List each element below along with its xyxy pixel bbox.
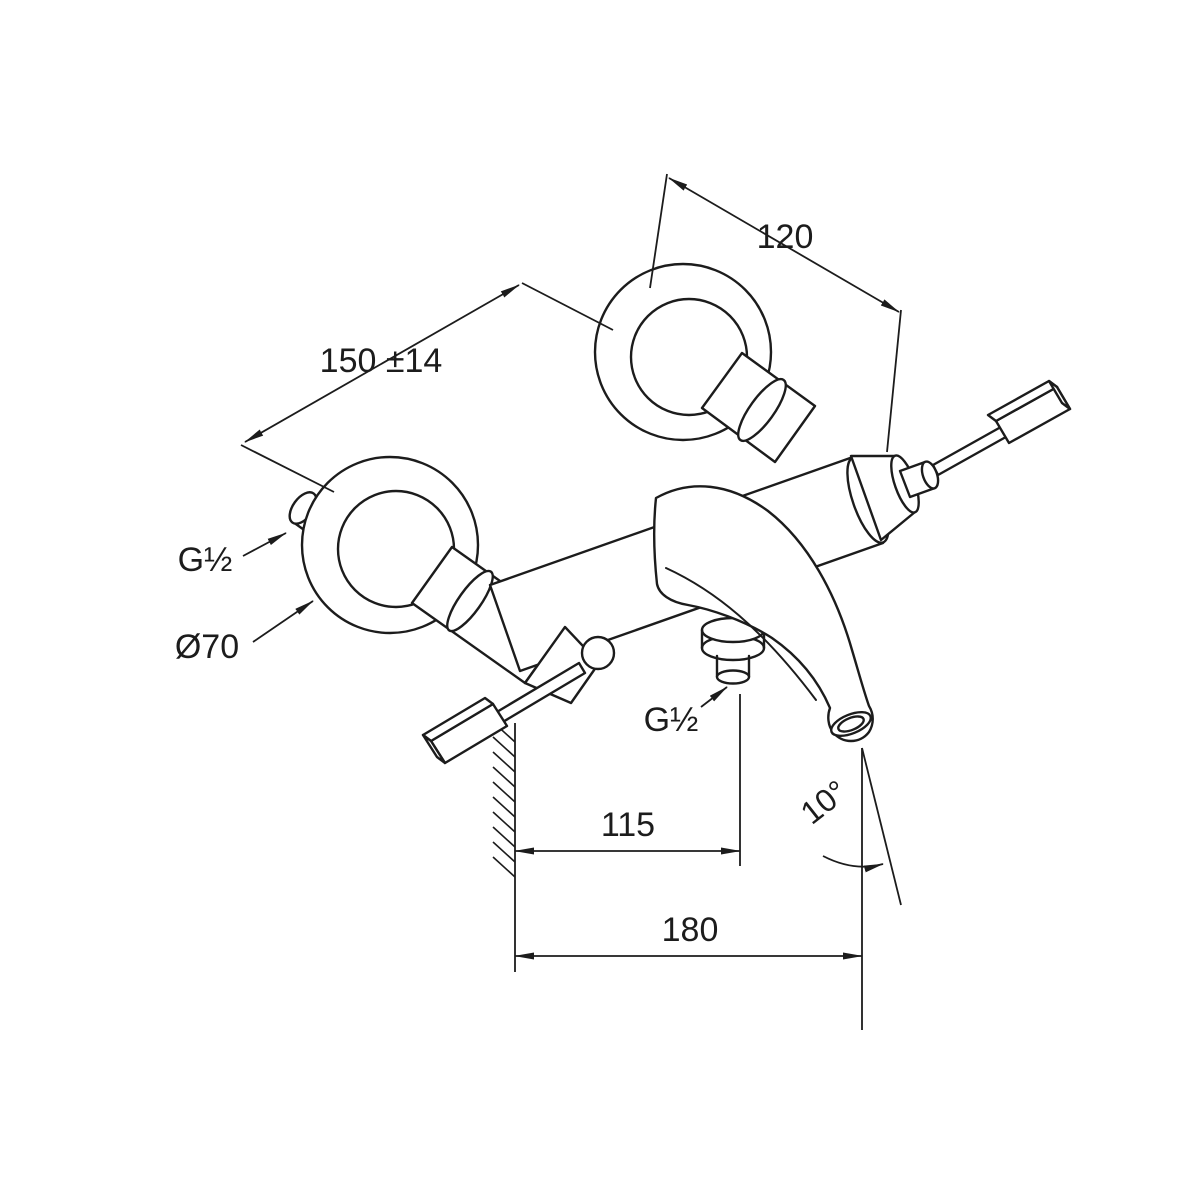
dimension-115-label: 115 bbox=[601, 806, 655, 844]
dimension-120-label: 120 bbox=[757, 218, 814, 256]
right-lever-grip-end bbox=[1047, 379, 1072, 411]
left-valve-handle bbox=[421, 625, 616, 765]
extension-line bbox=[240, 444, 335, 493]
inlet-thread-label: G½ bbox=[178, 541, 233, 579]
flange-diameter-label: Ø70 bbox=[175, 628, 239, 666]
extension-line bbox=[521, 282, 614, 331]
spout-angle-label: 10° bbox=[794, 773, 854, 831]
spout-aerator bbox=[837, 715, 865, 733]
extension-line bbox=[649, 173, 668, 289]
faucet-drawing bbox=[288, 262, 1072, 765]
dimension-line bbox=[668, 177, 900, 313]
annotation-spout-angle: 10° bbox=[794, 747, 902, 906]
left-lever-grip-end bbox=[421, 733, 447, 765]
outlet-thread-label: G½ bbox=[644, 701, 699, 739]
spout bbox=[652, 485, 874, 743]
dimension-120: 120 bbox=[649, 173, 902, 453]
right-connection-cylinder bbox=[700, 351, 817, 464]
right-valve-handle bbox=[849, 379, 1072, 542]
dimension-180: 180 bbox=[514, 748, 863, 1030]
extension-line bbox=[886, 309, 902, 453]
wall-hatching bbox=[492, 721, 516, 878]
dimension-150-label: 150 ±14 bbox=[320, 342, 443, 380]
dimension-180-label: 180 bbox=[662, 911, 719, 949]
dimension-line bbox=[244, 284, 520, 443]
label-inlet-thread: G½ bbox=[178, 532, 287, 579]
leader-line bbox=[252, 600, 314, 643]
leader-line bbox=[700, 686, 728, 708]
angle-arc bbox=[822, 855, 884, 873]
left-valve-spindle bbox=[580, 635, 616, 671]
dimension-150: 150 ±14 bbox=[240, 282, 614, 493]
leader-line bbox=[242, 532, 287, 557]
label-flange-diameter: Ø70 bbox=[175, 600, 314, 666]
label-outlet-thread: G½ bbox=[644, 686, 728, 739]
spout-contour-line bbox=[665, 567, 817, 701]
dimension-115: 115 bbox=[514, 694, 741, 972]
angle-leg-line bbox=[861, 747, 902, 906]
